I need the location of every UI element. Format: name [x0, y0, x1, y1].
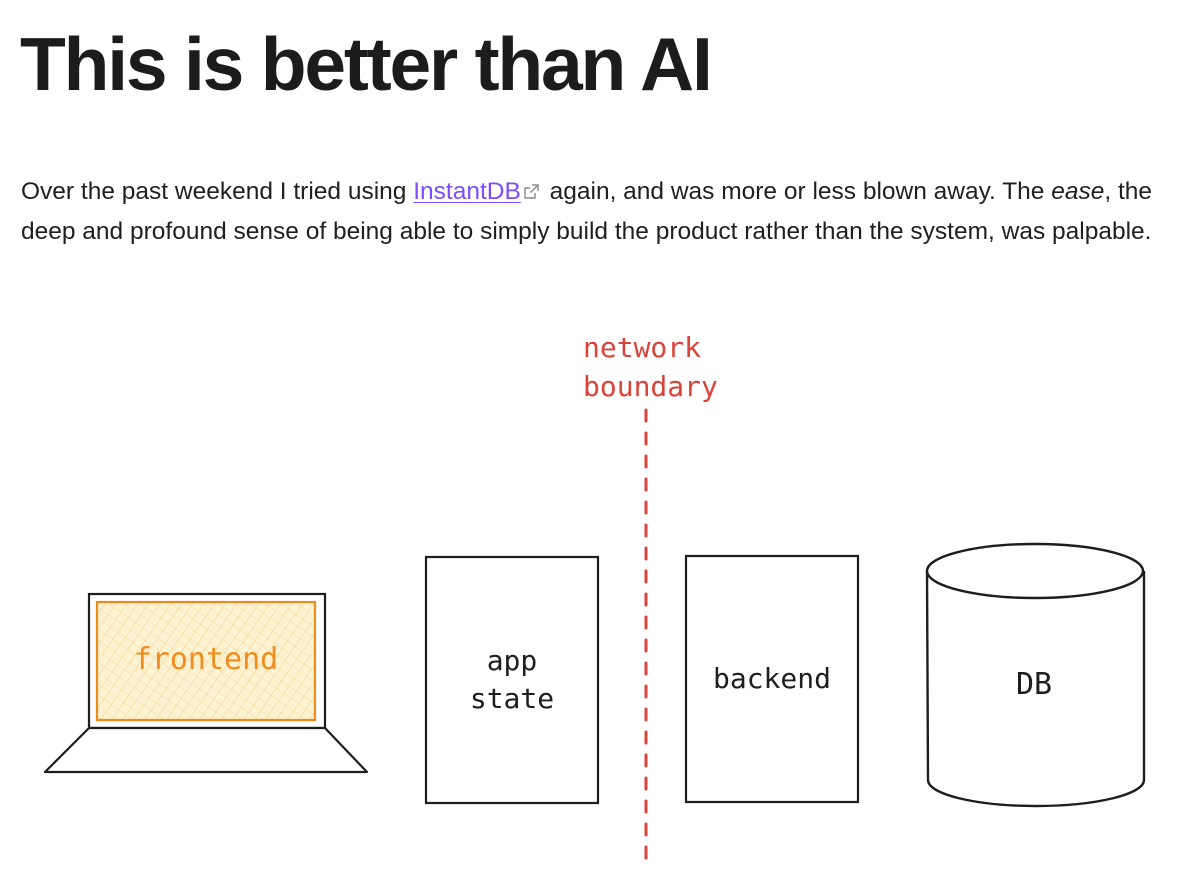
instantdb-link[interactable]: InstantDB [413, 178, 521, 205]
intro-emphasis: ease [1051, 178, 1105, 205]
db-cylinder-top [925, 542, 1145, 600]
app-state-rect [424, 555, 600, 805]
app-state-label-line1: app [487, 644, 538, 677]
db-label: DB [1016, 667, 1052, 702]
intro-text-end: , the deep and profound sense of being a… [21, 178, 1153, 245]
laptop-frontend: frontend [43, 592, 369, 774]
page-title: This is better than AI [20, 22, 713, 106]
frontend-hatching [98, 603, 314, 719]
network-boundary-label-line2: boundary [583, 370, 718, 403]
backend-rect [684, 554, 860, 804]
frontend-label: frontend [134, 642, 279, 677]
backend-label: backend [713, 662, 831, 695]
laptop-base [43, 726, 369, 774]
backend-box: backend [684, 554, 860, 804]
db-cylinder-body [925, 570, 1146, 808]
intro-text-start: Over the past weekend I tried using [21, 178, 414, 205]
app-state-box: app state [424, 555, 600, 805]
db-cylinder: DB [925, 542, 1146, 808]
intro-text-middle: again, and was more or less blown away. … [542, 178, 1052, 205]
intro-paragraph: Over the past weekend I tried using Inst… [21, 172, 1181, 252]
network-boundary-label-line1: network [583, 331, 701, 364]
app-state-label-line2: state [470, 682, 554, 715]
external-link-icon [524, 184, 539, 199]
